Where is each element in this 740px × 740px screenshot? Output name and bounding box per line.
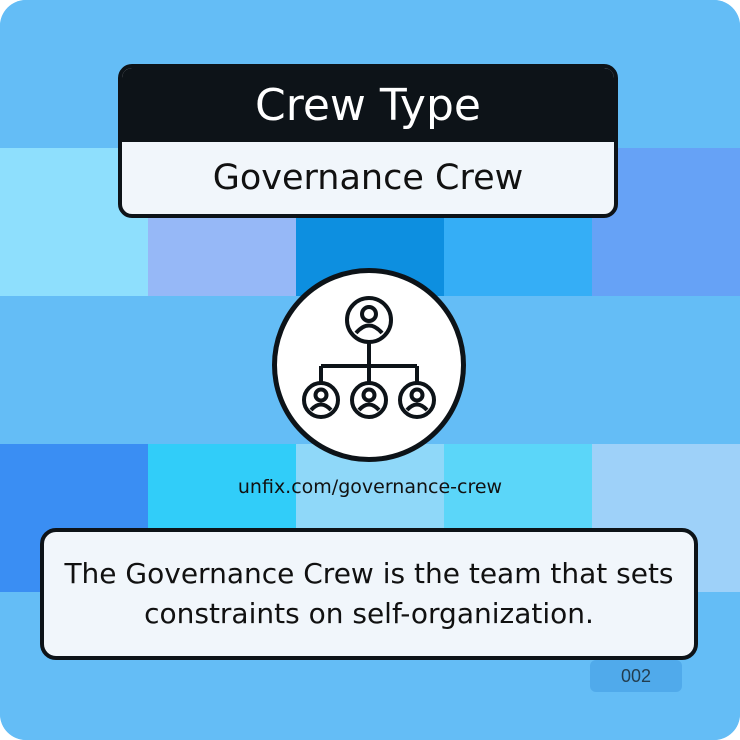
- background-tile: [592, 296, 740, 444]
- background-tile: [0, 296, 148, 444]
- card-url[interactable]: unfix.com/governance-crew: [237, 476, 503, 498]
- background-tile: [444, 296, 592, 444]
- description-box: The Governance Crew is the team that set…: [40, 528, 698, 660]
- card-subtitle: Governance Crew: [212, 158, 524, 198]
- icon-circle: [272, 268, 466, 462]
- card-description: The Governance Crew is the team that set…: [64, 557, 674, 630]
- hierarchy-people-icon: [302, 296, 436, 419]
- title-box: Crew Type Governance Crew: [118, 64, 618, 218]
- card-title: Crew Type: [122, 68, 614, 142]
- background-tile: [148, 296, 296, 444]
- card-number-badge: 002: [590, 660, 682, 692]
